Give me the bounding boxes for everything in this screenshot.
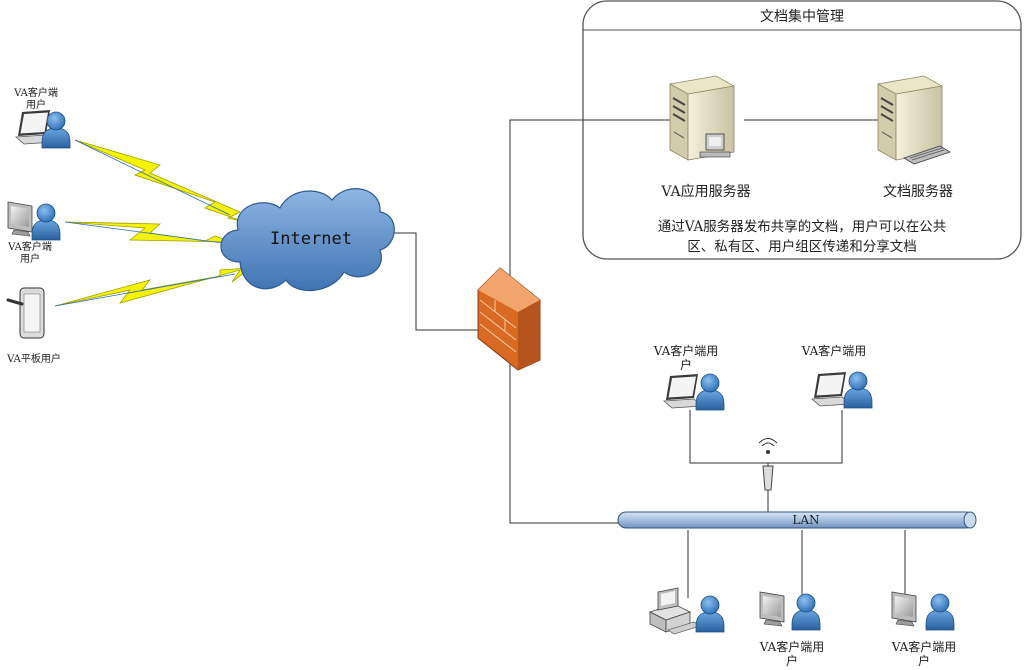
wireless-client-left: VA客户端用 户 [653,343,725,411]
app-server-label: VA应用服务器 [660,183,750,200]
wired-client-middle-label: VA客户端用 [759,639,825,654]
user-icon [791,593,821,631]
wireless-access-point-icon [758,438,778,491]
panel-description-line1: 通过VA服务器发布共享的文档，用户可以在公共 [658,218,947,235]
tablet-icon [6,287,45,339]
remote-tablet-user-label: VA平板用户 [6,352,61,365]
user-icon [31,203,61,241]
remote-desktop-user: VA客户端 用户 [7,201,61,265]
user-icon [843,371,873,409]
doc-server-icon [877,75,951,165]
remote-laptop-user-label-2: 用户 [26,98,46,111]
firewall-icon [477,267,541,371]
panel-title: 文档集中管理 [760,8,844,25]
remote-laptop-user-label: VA客户端 [13,86,58,99]
monitor-icon [891,591,917,627]
desktop-computer-icon [648,587,701,635]
panel-description-line2: 区、私有区、用户组区传递和分享文档 [687,238,917,255]
wired-client-middle-label-2: 户 [786,653,798,668]
user-icon [695,595,725,633]
app-server-icon [669,75,735,161]
remote-desktop-user-label-2: 用户 [20,252,40,265]
lan-backbone: LAN [617,511,977,529]
wireless-client-left-label-2: 户 [680,357,692,372]
wireless-client-right-label: VA客户端用 [801,343,867,358]
user-icon [925,593,955,631]
remote-tablet-user: VA平板用户 [6,287,61,365]
wireless-client-left-label: VA客户端用 [653,343,719,358]
wired-client-right-label: VA客户端用 [891,639,957,654]
user-icon [695,373,725,411]
doc-server-label: 文档服务器 [883,184,953,200]
internet-label: Internet [270,229,352,249]
wired-client-right: VA客户端用 户 [891,591,957,668]
lan-label: LAN [792,513,819,527]
monitor-icon [759,591,785,627]
monitor-icon [7,201,33,237]
remote-desktop-user-label: VA客户端 [7,240,52,253]
wireless-links [54,139,252,307]
document-management-panel [582,0,1022,260]
wired-client-left [648,587,725,635]
remote-laptop-user: VA客户端 用户 [13,86,71,149]
wireless-client-right: VA客户端用 [801,343,873,409]
wired-client-middle: VA客户端用 户 [759,591,825,668]
network-links [390,119,906,598]
internet-cloud: Internet [220,188,395,292]
wired-client-right-label-2: 户 [918,653,930,668]
